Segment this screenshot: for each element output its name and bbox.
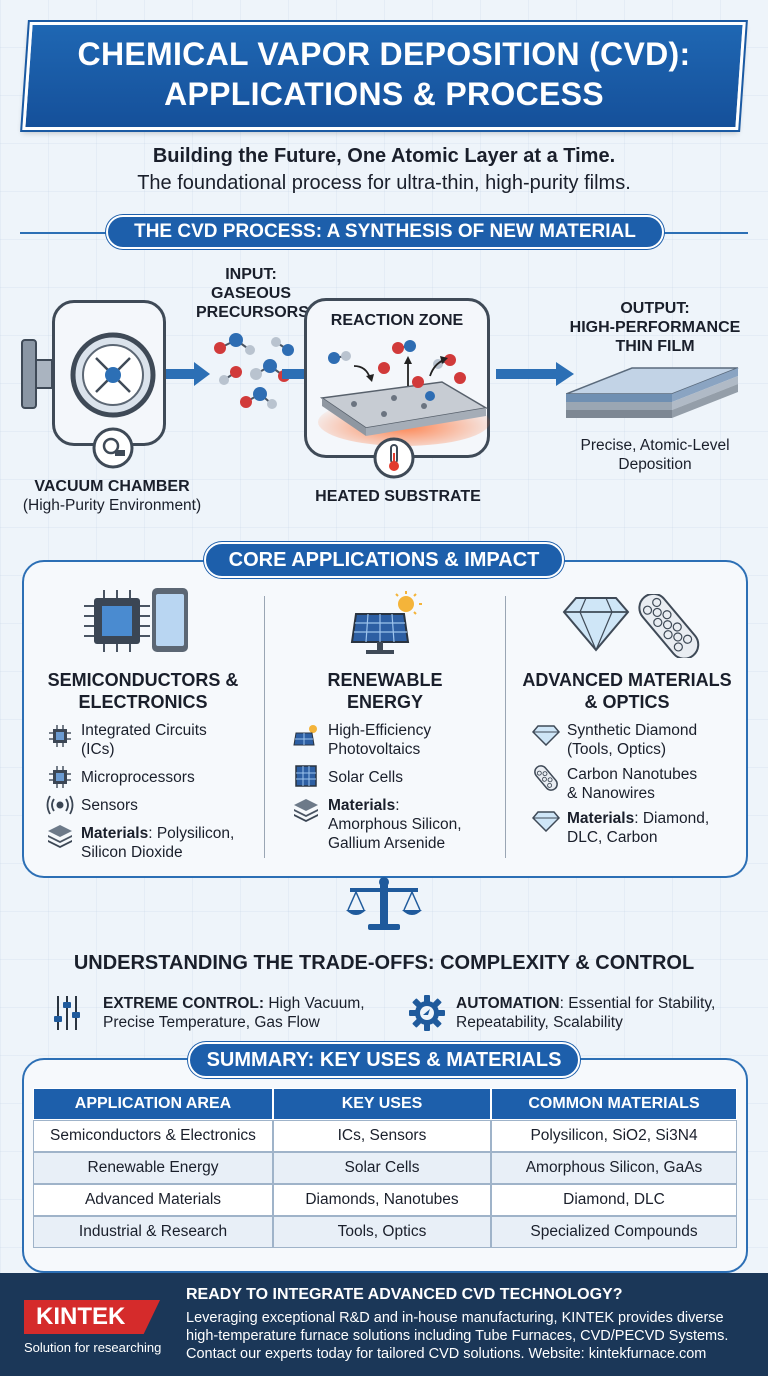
table-row: Renewable Energy Solar Cells Amorphous S…	[33, 1152, 737, 1184]
list-item: Carbon Nanotubes & Nanowires	[567, 766, 698, 802]
column-title-renewable: RENEWABLE ENERGY	[327, 670, 443, 712]
section-title-summary: SUMMARY: KEY USES & MATERIALS	[188, 1042, 580, 1078]
sliders-icon	[54, 996, 80, 1030]
list-item: Synthetic Diamond (Tools, Optics)	[567, 722, 698, 758]
list-item: High-Efficiency Photovoltaics	[328, 722, 432, 758]
chamber-label: VACUUM CHAMBER	[34, 478, 190, 495]
table-row: Semiconductors & Electronics ICs, Sensor…	[33, 1120, 737, 1152]
balance-scale-icon	[346, 877, 422, 930]
tagline: The foundational process for ultra-thin,…	[137, 172, 631, 194]
solar-panel-icon	[350, 591, 422, 654]
flow-arrow-icon	[496, 362, 574, 386]
diamond-nanotube-icon	[562, 594, 700, 658]
column-divider	[264, 596, 265, 858]
chip-icon	[49, 725, 71, 747]
column-title-semiconductors: SEMICONDUCTORS & ELECTRONICS	[47, 670, 239, 712]
electronics-icon	[84, 588, 188, 652]
table-header: APPLICATION AREA	[33, 1088, 273, 1120]
gas-molecules-icon	[214, 333, 294, 409]
page-title: CHEMICAL VAPOR DEPOSITION (CVD): APPLICA…	[26, 34, 742, 114]
list-item: Solar Cells	[328, 769, 403, 786]
input-label: INPUT: GASEOUS PRECURSORS	[196, 266, 309, 321]
automation-note: AUTOMATION: Essential for Stability, Rep…	[456, 995, 716, 1031]
thermometer-icon	[373, 437, 415, 479]
cta-title: READY TO INTEGRATE ADVANCED CVD TECHNOLO…	[186, 1286, 623, 1303]
heated-substrate-icon	[318, 340, 490, 446]
table-header: KEY USES	[273, 1088, 491, 1120]
section-title-applications: CORE APPLICATIONS & IMPACT	[204, 542, 564, 578]
solar-cell-icon	[295, 765, 317, 787]
summary-table: APPLICATION AREA KEY USES COMMON MATERIA…	[33, 1088, 737, 1248]
chip-icon	[49, 766, 71, 788]
signal-icon	[46, 795, 74, 815]
subtitle: Building the Future, One Atomic Layer at…	[152, 145, 616, 167]
section-title-process: THE CVD PROCESS: A SYNTHESIS OF NEW MATE…	[106, 215, 664, 249]
cta-body: Leveraging exceptional R&D and in-house …	[186, 1310, 729, 1362]
title-line-2: APPLICATIONS & PROCESS	[164, 76, 604, 112]
list-item: Integrated Circuits (ICs)	[81, 722, 207, 758]
control-note: EXTREME CONTROL: High Vacuum, Precise Te…	[103, 995, 365, 1031]
diamond-icon	[532, 811, 560, 832]
vacuum-chamber-icon	[21, 332, 156, 469]
table-row: Industrial & Research Tools, Optics Spec…	[33, 1216, 737, 1248]
table-header: COMMON MATERIALS	[491, 1088, 737, 1120]
logo-tagline: Solution for researching	[24, 1340, 162, 1355]
flow-arrow-icon	[166, 362, 210, 386]
diamond-icon	[532, 725, 560, 746]
nanotube-icon	[534, 765, 558, 791]
list-item: Materials: Polysilicon, Silicon Dioxide	[81, 825, 235, 861]
substrate-label: HEATED SUBSTRATE	[315, 488, 481, 505]
chamber-note: (High-Purity Environment)	[22, 497, 202, 514]
solar-panel-icon	[293, 725, 317, 746]
gear-icon	[409, 995, 445, 1031]
title-line-1: CHEMICAL VAPOR DEPOSITION (CVD):	[77, 36, 691, 72]
list-item: Microprocessors	[81, 769, 195, 786]
list-item: Sensors	[81, 797, 138, 814]
table-row: Advanced Materials Diamonds, Nanotubes D…	[33, 1184, 737, 1216]
column-title-advanced: ADVANCED MATERIALS & OPTICS	[522, 670, 732, 712]
output-note: Precise, Atomic-Level Deposition	[580, 437, 730, 473]
layers-icon	[294, 799, 318, 822]
thin-film-icon	[566, 367, 739, 418]
tradeoffs-title: UNDERSTANDING THE TRADE-OFFS: COMPLEXITY…	[73, 952, 695, 974]
kintek-logo: KINTEK	[24, 1300, 160, 1334]
column-divider	[505, 596, 506, 858]
list-item: Materials: Amorphous Silicon, Gallium Ar…	[328, 797, 462, 852]
layers-icon	[48, 825, 72, 848]
list-item: Materials: Diamond, DLC, Carbon	[567, 810, 710, 846]
output-label: OUTPUT: HIGH-PERFORMANCE THIN FILM	[569, 300, 741, 355]
reaction-zone-label: REACTION ZONE	[330, 312, 464, 329]
